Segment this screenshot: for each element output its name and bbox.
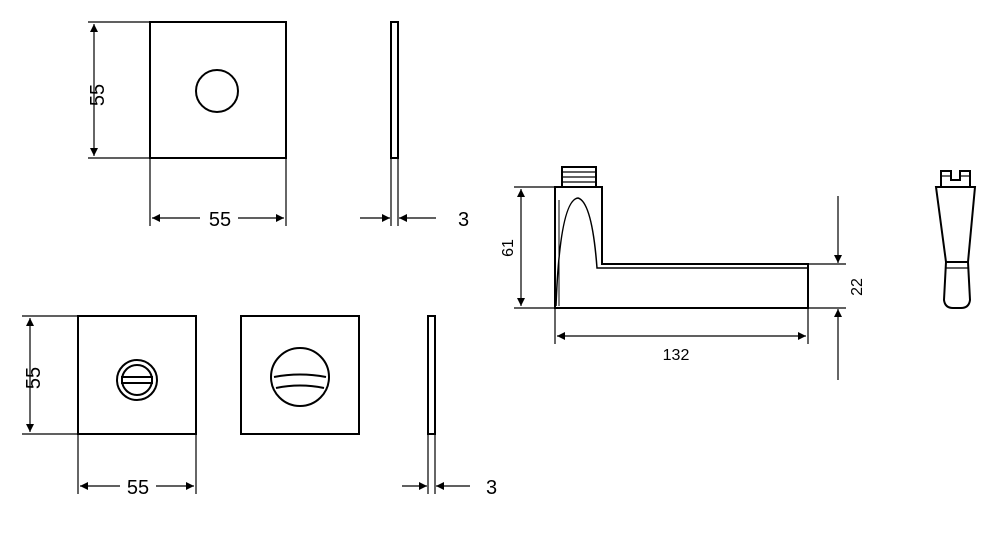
indicator-disc-line-2	[275, 384, 325, 389]
lever-sweep	[555, 197, 808, 307]
lever-height-label: 61	[500, 239, 517, 257]
top-rosette-keyhole	[195, 69, 239, 113]
lever-body	[554, 186, 809, 309]
bottom-height-label: 55	[23, 367, 45, 389]
end-view-grip	[942, 261, 972, 309]
lever-grip-dimension	[808, 196, 846, 380]
top-width-label: 55	[209, 209, 231, 231]
indicator-rosette-plate	[240, 315, 360, 435]
bottom-width-label: 55	[127, 477, 149, 499]
lever-length-dimension	[554, 308, 809, 344]
top-thickness-label: 3	[458, 209, 469, 231]
end-view-spindle	[940, 170, 971, 187]
lever-side-view	[554, 166, 809, 309]
top-thickness-dimension	[360, 158, 436, 226]
top-height-dimension	[88, 21, 150, 159]
lever-end-view	[934, 170, 977, 309]
top-width-dimension	[149, 158, 287, 226]
indicator-disc-line	[273, 373, 327, 378]
bottom-thickness-dimension	[402, 434, 470, 494]
end-view-neck	[934, 186, 977, 263]
top-rosette-side-view	[390, 21, 399, 159]
bottom-height-dimension	[22, 315, 78, 435]
bottom-indicator-rosette	[240, 315, 360, 435]
top-rosette-plate	[149, 21, 287, 159]
lever-length-label: 132	[663, 347, 690, 364]
bottom-width-dimension	[77, 434, 197, 494]
turn-rosette-plate	[77, 315, 197, 435]
lever-height-dimension	[514, 186, 555, 309]
top-rosette-front-view	[149, 21, 287, 159]
turn-knob-outer	[116, 359, 158, 401]
lever-grip-label: 22	[849, 278, 866, 296]
top-height-label: 55	[87, 84, 109, 106]
indicator-disc-outer	[270, 347, 330, 407]
bottom-thickness-label: 3	[486, 477, 497, 499]
bottom-wc-turn-rosette	[77, 315, 197, 435]
bottom-rosette-side-view	[427, 315, 436, 435]
turn-knob-slot	[121, 376, 153, 384]
